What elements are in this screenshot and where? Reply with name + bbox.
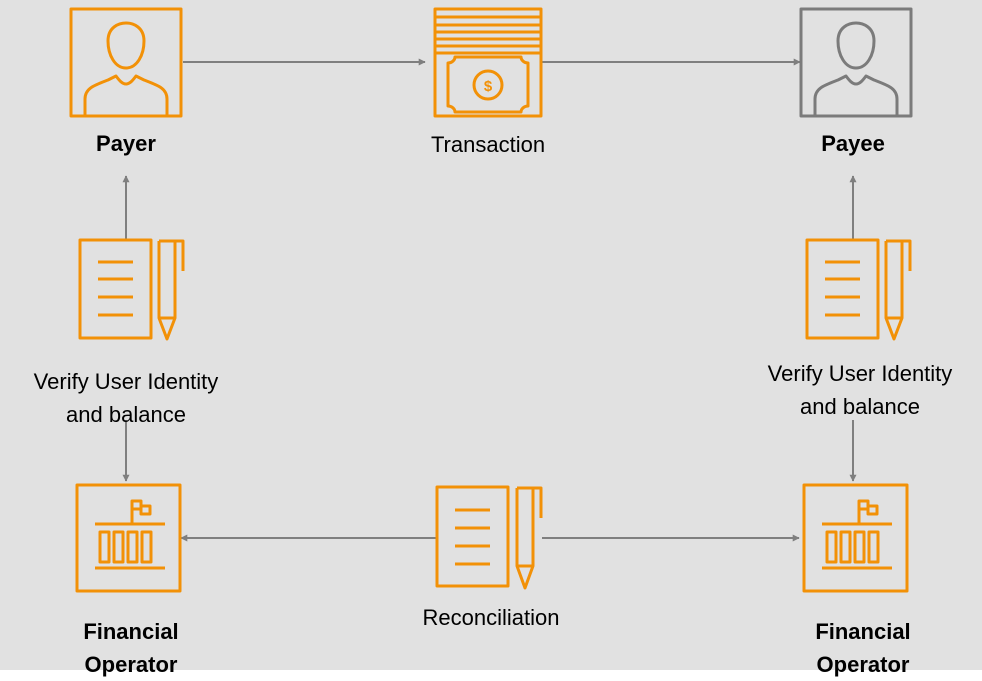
operator-left-bank-icon	[75, 483, 182, 593]
operator-left-label-line1: Financial	[83, 619, 179, 644]
operator-left-label-line2: Operator	[84, 652, 178, 677]
payer-user-icon	[69, 7, 183, 118]
payer-label: Payer	[96, 131, 156, 156]
payee-label: Payee	[821, 131, 885, 156]
verify-left-label: Verify User Identity and balance	[6, 365, 246, 431]
verify-left-label-line1: Verify User Identity	[33, 369, 219, 394]
operator-right-label: Financial Operator	[788, 615, 938, 681]
verify-right-document-pen-icon	[805, 238, 912, 341]
verify-right-label-line2: and balance	[800, 394, 920, 419]
reconciliation-document-pen-icon	[435, 485, 543, 590]
verify-right-label: Verify User Identity and balance	[740, 357, 980, 423]
bottom-strip	[0, 670, 982, 677]
verify-left-label-line2: and balance	[66, 402, 186, 427]
verify-left-document-pen-icon	[78, 238, 185, 341]
reconciliation-label: Reconciliation	[422, 605, 560, 630]
currency-symbol: $	[484, 78, 493, 95]
payee-user-icon	[799, 7, 913, 118]
transaction-money-icon	[433, 7, 543, 118]
operator-right-label-line2: Operator	[816, 652, 910, 677]
operator-right-bank-icon	[802, 483, 909, 593]
verify-right-label-line1: Verify User Identity	[767, 361, 953, 386]
operator-left-label: Financial Operator	[56, 615, 206, 681]
transaction-label: Transaction	[430, 132, 546, 157]
operator-right-label-line1: Financial	[815, 619, 911, 644]
